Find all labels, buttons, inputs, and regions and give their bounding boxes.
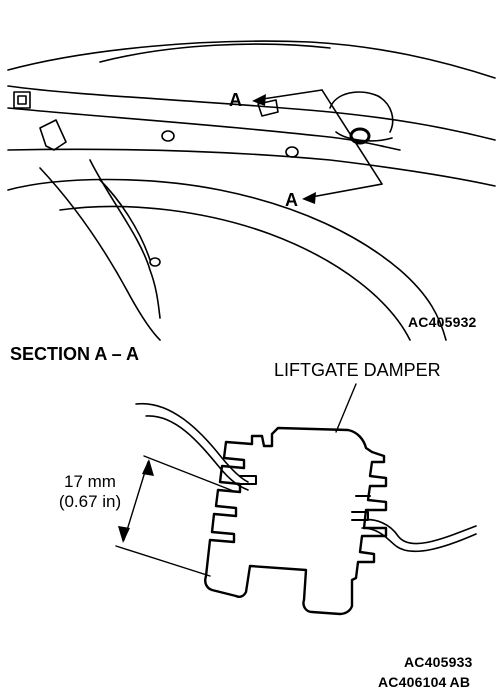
damper-slot-left-1 <box>239 475 257 485</box>
dimension-line <box>123 461 149 541</box>
clip-left <box>13 91 31 109</box>
damper-mount-base <box>335 131 393 142</box>
section-cut-line <box>321 89 383 185</box>
dimension-arrow-lower <box>118 526 130 543</box>
section-marker-a-lower: A <box>285 190 298 210</box>
dimension-arrow-upper <box>142 459 154 476</box>
leader-lower-a <box>305 183 383 199</box>
clip-bracket <box>39 119 67 151</box>
damper-slot-right-1 <box>351 511 369 521</box>
dimension-mm: 17 mm <box>64 472 116 491</box>
panel-line-right-inner <box>361 527 477 553</box>
beam-upper-edge <box>7 85 496 141</box>
dimension-ext-lower <box>115 545 211 577</box>
liftgate-damper-body <box>204 426 388 616</box>
window-arch-outer <box>7 178 447 341</box>
liftgate-damper-callout: LIFTGATE DAMPER <box>274 360 441 380</box>
beam-lower-edge <box>7 107 401 151</box>
hole-3 <box>149 257 161 267</box>
pillar-right-edge <box>89 159 161 319</box>
figure-code-top: AC405932 <box>408 314 477 330</box>
panel-line-right-outer <box>361 518 477 545</box>
arrowhead-lower-a <box>302 192 316 204</box>
panel-upper-flange <box>99 43 331 63</box>
hole-1 <box>161 130 175 142</box>
figure-code-bottom-1: AC405933 <box>404 654 473 670</box>
section-title: SECTION A – A <box>10 344 140 364</box>
section-marker-a-upper: A <box>229 90 242 110</box>
dimension-ext-upper <box>143 455 237 493</box>
figure-code-bottom-suffix: AB <box>449 674 471 690</box>
pillar-inner-fold <box>99 179 151 261</box>
dimension-label: 17 mm (0.67 in) <box>30 472 150 512</box>
panel-line-upper-inner <box>145 415 249 491</box>
panel-outer-edge <box>7 40 496 79</box>
bracket-top <box>257 99 279 117</box>
leader-upper-a <box>255 89 323 101</box>
clip-left-detail <box>17 95 27 105</box>
dimension-in: (0.67 in) <box>58 492 122 511</box>
beam-bottom-edge <box>7 148 496 187</box>
callout-leader-line <box>335 383 357 433</box>
window-arch-inner <box>59 205 411 341</box>
damper-mount-dome <box>329 91 394 133</box>
hole-2 <box>285 146 299 158</box>
arrowhead-upper-a <box>252 94 266 106</box>
figure-code-bottom-2: AC406104 <box>378 674 447 690</box>
pillar-left-edge <box>39 167 161 341</box>
